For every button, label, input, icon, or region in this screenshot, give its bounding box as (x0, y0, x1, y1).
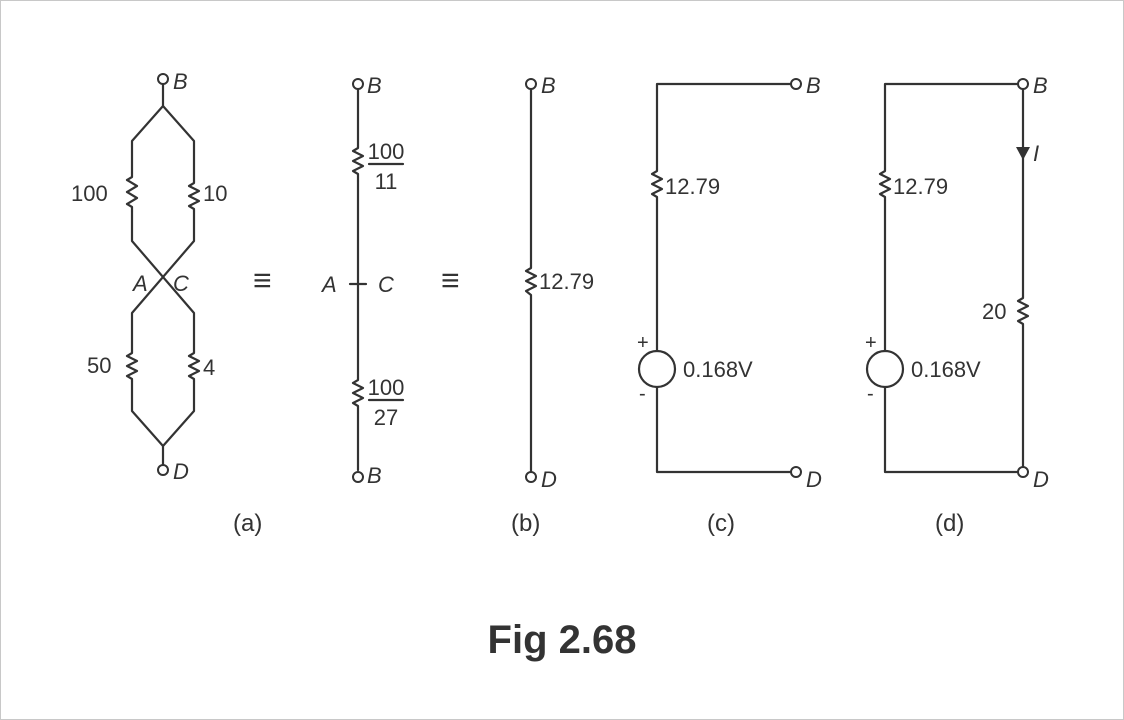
resistor-label-12-79: 12.79 (539, 269, 594, 294)
caption-c: (c) (707, 510, 735, 537)
terminal-b (525, 78, 537, 90)
terminal-d (790, 466, 802, 478)
panel-a-wiring (130, 82, 196, 466)
node-label-b-top: B (367, 73, 382, 98)
node-label-d: D (541, 467, 557, 492)
panel-b: B D 12.79 (b) (511, 73, 594, 537)
node-label-b: B (173, 69, 188, 94)
caption-b: (b) (511, 510, 540, 537)
current-arrow-icon (1016, 147, 1030, 160)
fraction-upper-denominator: 11 (375, 169, 398, 194)
resistor-12-79 (524, 264, 538, 300)
node-label-d: D (173, 459, 189, 484)
voltage-source (637, 349, 677, 389)
node-label-d: D (1033, 467, 1049, 492)
node-label-b: B (806, 73, 821, 98)
equiv-symbol-1: ≡ (253, 262, 272, 298)
terminal-b (1017, 78, 1029, 90)
resistor-label-12-79: 12.79 (665, 174, 720, 199)
node-label-c: C (173, 271, 189, 296)
node-label-b-bottom: B (367, 463, 382, 488)
terminal-b-bottom (352, 471, 364, 483)
resistor-100 (125, 171, 139, 213)
resistor-100-over-27 (351, 376, 365, 415)
caption-d: (d) (935, 510, 964, 537)
resistor-label-20: 20 (982, 299, 1006, 324)
resistor-label-10: 10 (203, 181, 227, 206)
resistor-label-12-79: 12.79 (893, 174, 948, 199)
panel-c: + - B D 12.79 0.168V (c) (637, 73, 822, 537)
fraction-lower-numerator: 100 (368, 375, 405, 400)
resistor-10 (187, 179, 201, 213)
node-label-b: B (1033, 73, 1048, 98)
fraction-upper-numerator: 100 (368, 139, 405, 164)
fraction-lower-denominator: 27 (374, 405, 398, 430)
panel-a-series: B B A C 100 11 100 27 (320, 73, 404, 488)
resistor-12-79 (878, 167, 892, 202)
resistor-12-79 (650, 167, 664, 202)
node-label-c: C (378, 272, 394, 297)
source-minus-sign: - (639, 383, 646, 405)
terminal-b (157, 73, 169, 85)
panel-a-series-wiring (348, 87, 368, 472)
source-label: 0.168V (911, 357, 981, 382)
resistor-label-100: 100 (71, 181, 108, 206)
resistor-4 (187, 349, 201, 383)
source-plus-sign: + (637, 332, 649, 354)
resistor-20 (1016, 294, 1030, 329)
equiv-symbol-2: ≡ (441, 262, 460, 298)
node-label-a: A (131, 271, 148, 296)
node-label-d: D (806, 467, 822, 492)
current-label: I (1033, 141, 1039, 166)
panel-c-wiring (655, 82, 793, 474)
resistor-100-over-11 (351, 144, 365, 183)
panel-a: B D A C 100 10 50 4 (a) (71, 69, 262, 537)
panel-d-wiring (883, 82, 1025, 474)
resistor-50 (125, 349, 139, 383)
resistor-label-4: 4 (203, 355, 215, 380)
figure-title: Fig 2.68 (488, 618, 637, 662)
caption-a: (a) (233, 510, 262, 537)
terminal-b-top (352, 78, 364, 90)
terminal-b (790, 78, 802, 90)
source-minus-sign: - (867, 383, 874, 405)
voltage-source (865, 349, 905, 389)
terminal-d (525, 471, 537, 483)
terminal-d (1017, 466, 1029, 478)
node-label-b: B (541, 73, 556, 98)
resistor-label-50: 50 (87, 353, 111, 378)
panel-d: + - B D I 12.79 20 0.168V (d) (865, 73, 1049, 537)
source-plus-sign: + (865, 332, 877, 354)
source-label: 0.168V (683, 357, 753, 382)
terminal-d (157, 464, 169, 476)
node-label-a: A (320, 272, 337, 297)
